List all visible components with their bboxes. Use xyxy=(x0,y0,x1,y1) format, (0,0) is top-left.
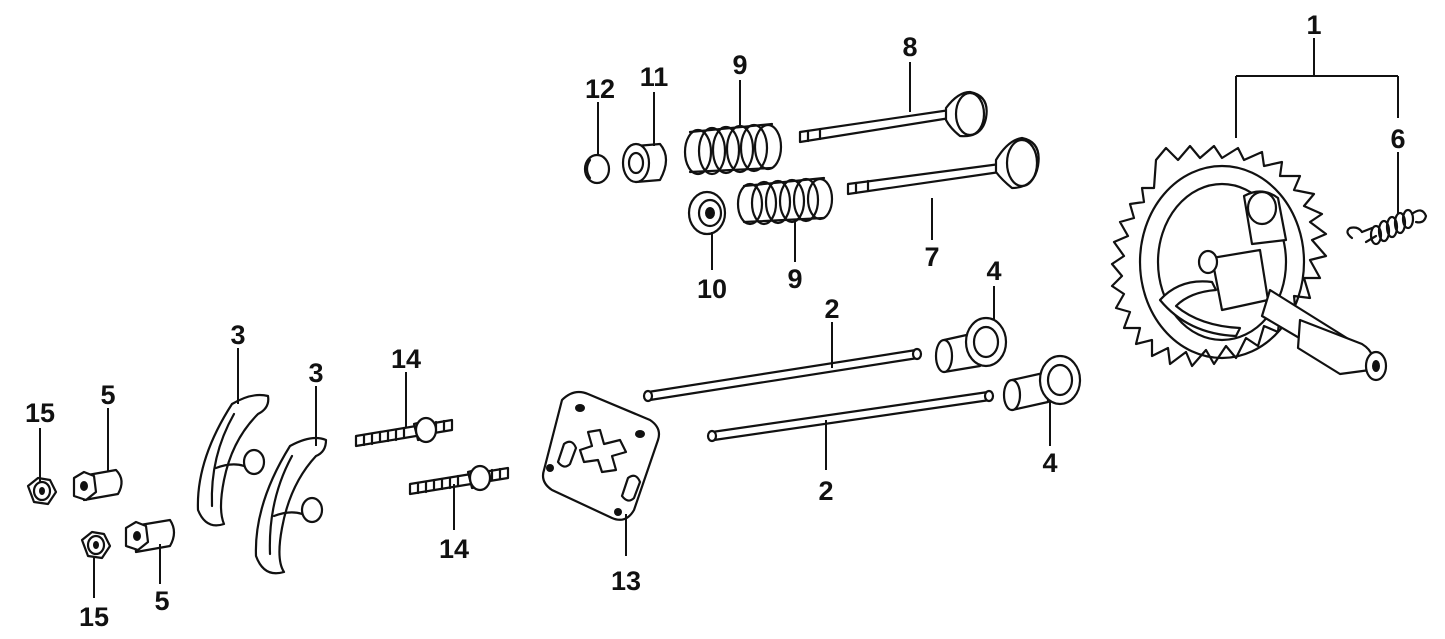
tappet-upper-part xyxy=(934,316,1008,374)
callout-valve-spring-upper: 9 xyxy=(732,50,747,80)
lock-nut-upper-part xyxy=(26,476,58,506)
callout-lock-nut-lower: 15 xyxy=(79,602,109,632)
callout-stud-lower: 14 xyxy=(439,534,469,564)
callout-valve-upper: 8 xyxy=(902,32,917,62)
callout-valve-spring-lower: 9 xyxy=(787,264,802,294)
stud-lower-part xyxy=(408,464,510,496)
camshaft-gear-part xyxy=(1110,144,1388,382)
valve-lower-part xyxy=(846,136,1040,196)
callout-labels: 1 6 8 7 9 9 11 10 12 4 4 2 2 3 3 14 14 1… xyxy=(25,10,1406,632)
callout-rocker-arm-right: 3 xyxy=(308,358,323,388)
adjusting-nut-upper-part xyxy=(72,468,123,502)
retainer-upper-part xyxy=(621,142,668,184)
callout-cap: 12 xyxy=(585,74,615,104)
valve-spring-upper-part xyxy=(683,122,783,176)
callout-tappet-upper: 4 xyxy=(986,256,1001,286)
stud-upper-part xyxy=(354,416,454,448)
retainer-lower-part xyxy=(687,190,727,236)
callout-retainer-upper: 11 xyxy=(640,62,669,92)
callout-retainer-lower: 10 xyxy=(697,274,727,304)
callout-guide-plate: 13 xyxy=(611,566,641,596)
guide-plate-part xyxy=(541,390,661,521)
callout-adjusting-nut-lower: 5 xyxy=(154,586,169,616)
cap-part xyxy=(583,153,611,185)
rocker-arm-right-part xyxy=(254,436,328,575)
callout-camshaft-gear: 1 xyxy=(1306,10,1321,40)
callout-tappet-lower: 4 xyxy=(1042,448,1057,478)
valve-spring-lower-part xyxy=(736,176,834,226)
tappet-lower-part xyxy=(1002,354,1082,412)
callout-rocker-arm-left: 3 xyxy=(230,320,245,350)
callout-pushrod-lower: 2 xyxy=(818,476,833,506)
callout-stud-upper: 14 xyxy=(391,344,421,374)
lock-nut-lower-part xyxy=(80,530,112,560)
callout-lock-nut-upper: 15 xyxy=(25,398,55,428)
callout-pushrod-upper: 2 xyxy=(824,294,839,324)
callout-spring: 6 xyxy=(1390,124,1405,154)
rocker-arm-left-part xyxy=(196,393,270,527)
spring-part xyxy=(1346,208,1428,246)
callout-adjusting-nut-upper: 5 xyxy=(100,380,115,410)
pushrod-upper-part xyxy=(642,347,923,403)
leader-lines xyxy=(39,38,1399,598)
adjusting-nut-lower-part xyxy=(124,518,176,554)
pushrod-lower-part xyxy=(706,389,995,443)
callout-valve-lower: 7 xyxy=(924,242,939,272)
valve-upper-part xyxy=(798,90,988,144)
